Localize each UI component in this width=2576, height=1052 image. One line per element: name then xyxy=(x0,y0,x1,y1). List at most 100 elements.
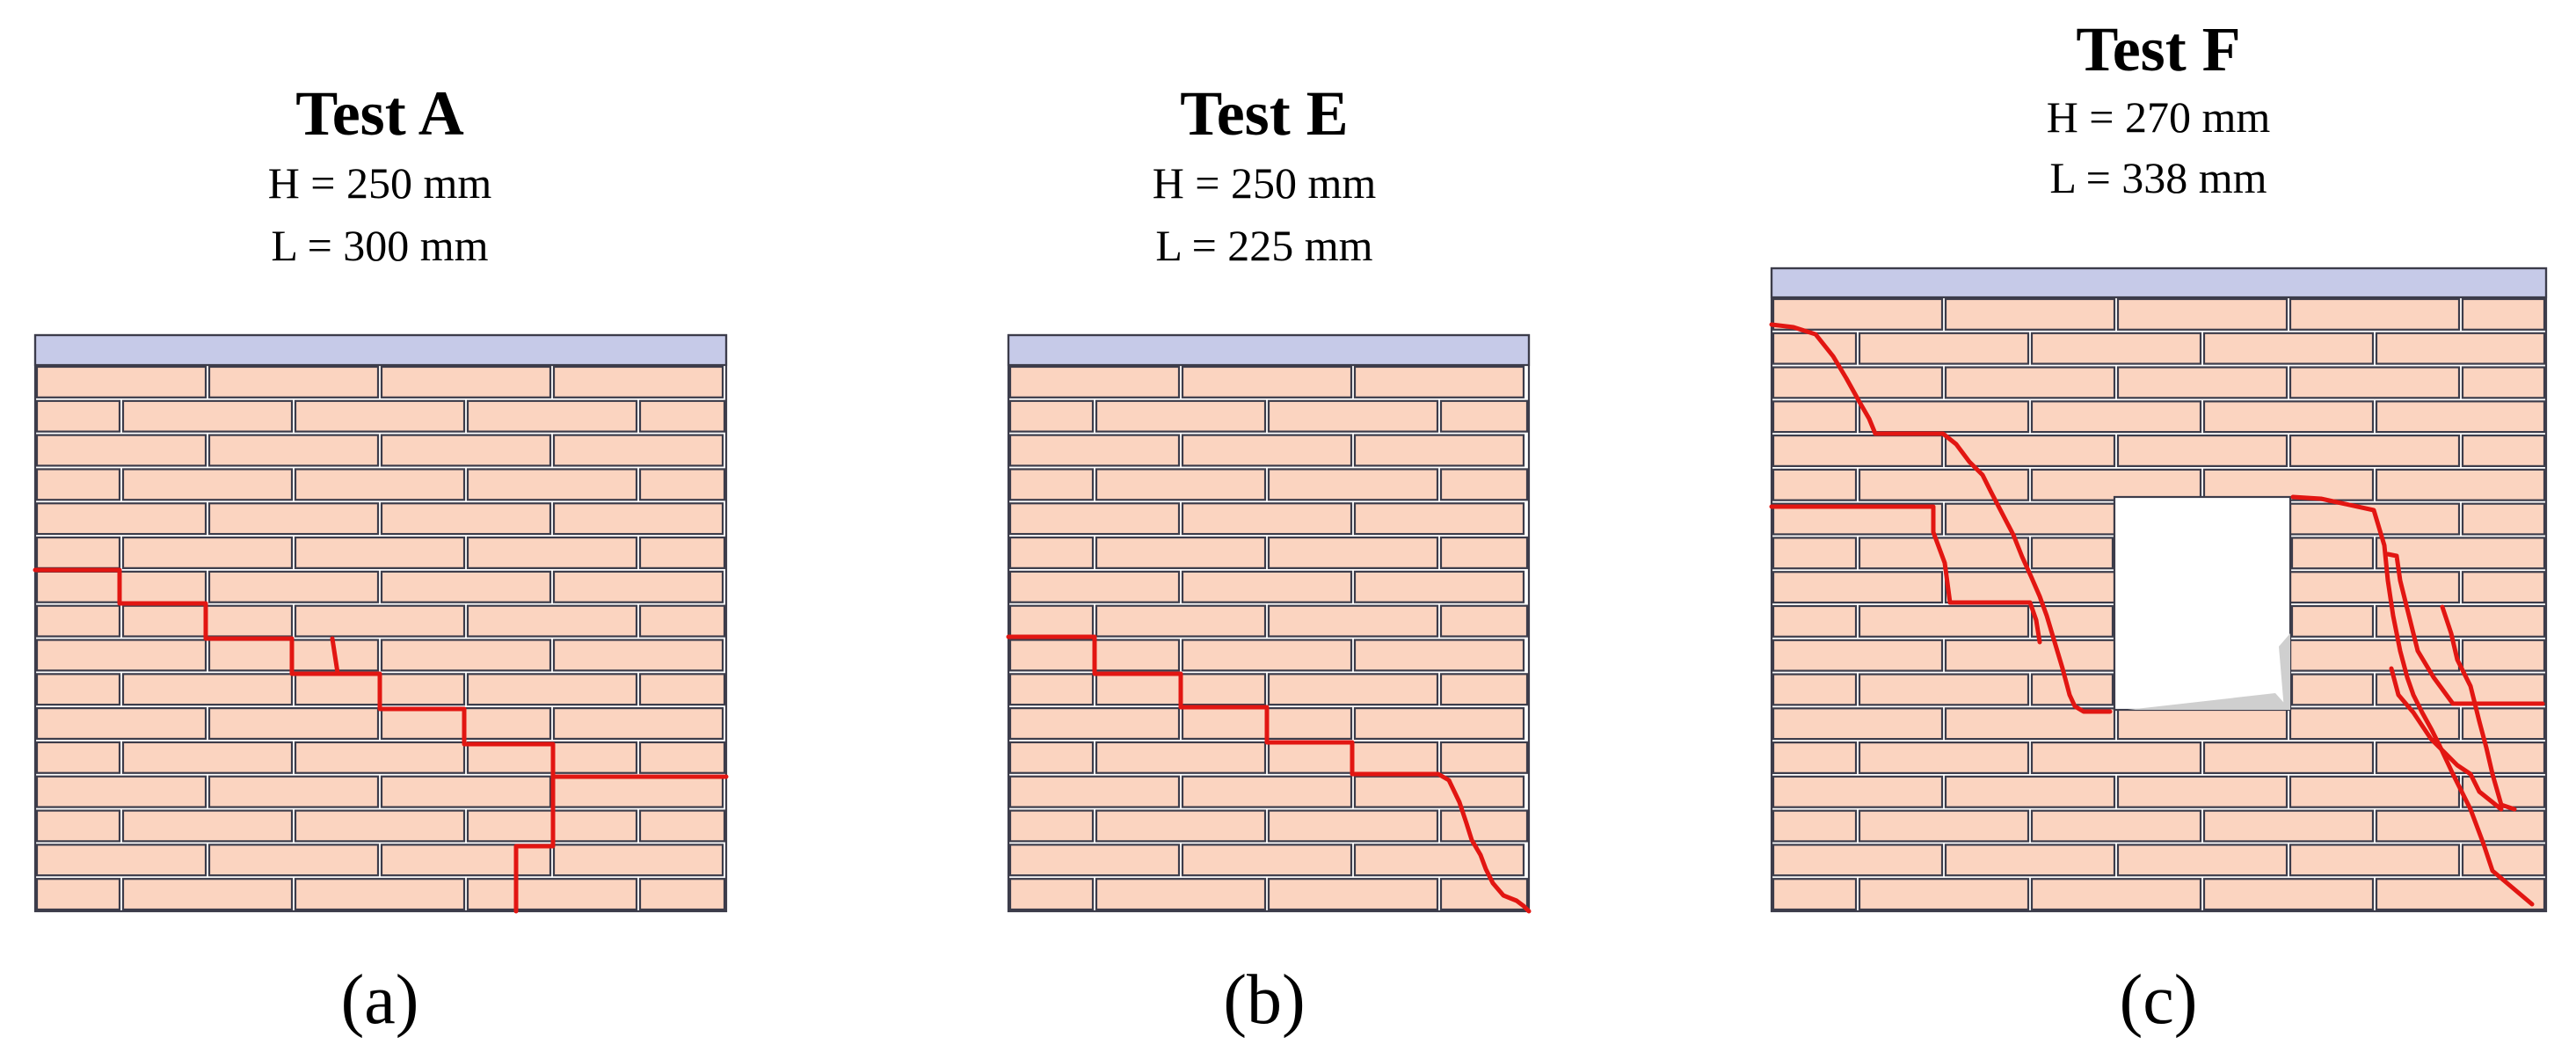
brick xyxy=(1008,468,1095,501)
brick xyxy=(1858,468,2030,501)
brick xyxy=(35,604,121,638)
crack-pattern-a xyxy=(33,567,729,914)
brick xyxy=(2116,707,2289,741)
panel-a-height-label: H = 250 mm xyxy=(268,158,492,208)
panel-b-caption: (b) xyxy=(1223,961,1305,1039)
brick xyxy=(1181,434,1353,467)
brick xyxy=(35,468,121,501)
brick xyxy=(1353,844,1525,877)
brick xyxy=(1772,775,1944,808)
brick xyxy=(207,775,380,808)
brick xyxy=(1008,434,1181,467)
brick xyxy=(1353,707,1525,741)
brick xyxy=(294,536,466,569)
brick xyxy=(1008,775,1181,808)
brick xyxy=(2202,332,2375,365)
brick xyxy=(2290,673,2375,706)
brick xyxy=(1858,604,2030,638)
brick xyxy=(121,468,294,501)
brick xyxy=(35,809,121,843)
brick xyxy=(2461,707,2546,741)
brick xyxy=(2375,878,2546,911)
brick xyxy=(1095,604,1267,638)
brick xyxy=(1944,844,2116,877)
brick xyxy=(1181,502,1353,536)
panel-test-f: Test F H = 270 mm L = 338 mm (c) xyxy=(1769,14,2548,1039)
brick xyxy=(2375,400,2546,434)
brick xyxy=(1772,809,1858,843)
brick xyxy=(1858,673,2030,706)
brick xyxy=(380,365,552,398)
brick xyxy=(1008,502,1181,536)
brick xyxy=(552,707,724,741)
brick xyxy=(294,878,466,911)
top-beam xyxy=(1007,333,1531,367)
brick xyxy=(1267,604,1439,638)
brick xyxy=(1267,878,1439,911)
brick xyxy=(1439,536,1529,569)
brick xyxy=(1008,707,1181,741)
brick xyxy=(1858,400,2030,434)
brick xyxy=(638,673,726,706)
wall-outline xyxy=(1007,333,1531,913)
brick xyxy=(294,604,466,638)
panel-a-title: Test A xyxy=(295,78,463,149)
brick xyxy=(552,434,724,467)
wall-outline xyxy=(33,333,728,913)
brick xyxy=(121,536,294,569)
brick xyxy=(1944,297,2116,331)
brick xyxy=(1944,639,2116,672)
brick xyxy=(1008,365,1181,398)
brick xyxy=(1772,604,1858,638)
brick xyxy=(35,536,121,569)
brick xyxy=(1008,536,1095,569)
brick xyxy=(1439,809,1529,843)
brick xyxy=(207,844,380,877)
brick xyxy=(1181,365,1353,398)
brick xyxy=(121,878,294,911)
brick xyxy=(466,673,638,706)
brick xyxy=(1772,571,1944,604)
brick xyxy=(380,844,552,877)
brick xyxy=(35,878,121,911)
brick xyxy=(2461,366,2546,399)
brick xyxy=(638,604,726,638)
brick xyxy=(2289,639,2461,672)
brick xyxy=(380,639,552,672)
brick xyxy=(207,707,380,741)
brick xyxy=(1095,741,1267,774)
brick xyxy=(552,639,724,672)
brick xyxy=(35,639,207,672)
brick xyxy=(552,502,724,536)
brick xyxy=(2116,366,2289,399)
brick xyxy=(2030,332,2202,365)
brick xyxy=(2375,809,2546,843)
panel-b-length-label: L = 225 mm xyxy=(1155,221,1372,270)
brick xyxy=(1858,809,2030,843)
brick xyxy=(2289,775,2461,808)
panel-test-a: Test A H = 250 mm L = 300 mm (a) xyxy=(33,78,729,1039)
brick xyxy=(1439,878,1529,911)
brick xyxy=(1353,434,1525,467)
brick xyxy=(35,434,207,467)
brick xyxy=(294,741,466,774)
brick xyxy=(1008,673,1095,706)
brick xyxy=(1353,502,1525,536)
brick xyxy=(1008,570,1181,603)
brick xyxy=(2375,537,2546,570)
brick xyxy=(2116,297,2289,331)
brick xyxy=(552,775,724,808)
brick xyxy=(1267,399,1439,433)
brick xyxy=(1772,673,1858,706)
brick xyxy=(294,468,466,501)
brick xyxy=(1439,741,1529,774)
brick xyxy=(2289,844,2461,877)
panel-c-length-label: L = 338 mm xyxy=(2049,153,2267,202)
brick xyxy=(35,844,207,877)
brick xyxy=(2375,468,2546,501)
brick xyxy=(2289,297,2461,331)
brick xyxy=(2290,604,2375,638)
panel-c-caption: (c) xyxy=(2120,961,2198,1039)
brick xyxy=(1772,366,1944,399)
